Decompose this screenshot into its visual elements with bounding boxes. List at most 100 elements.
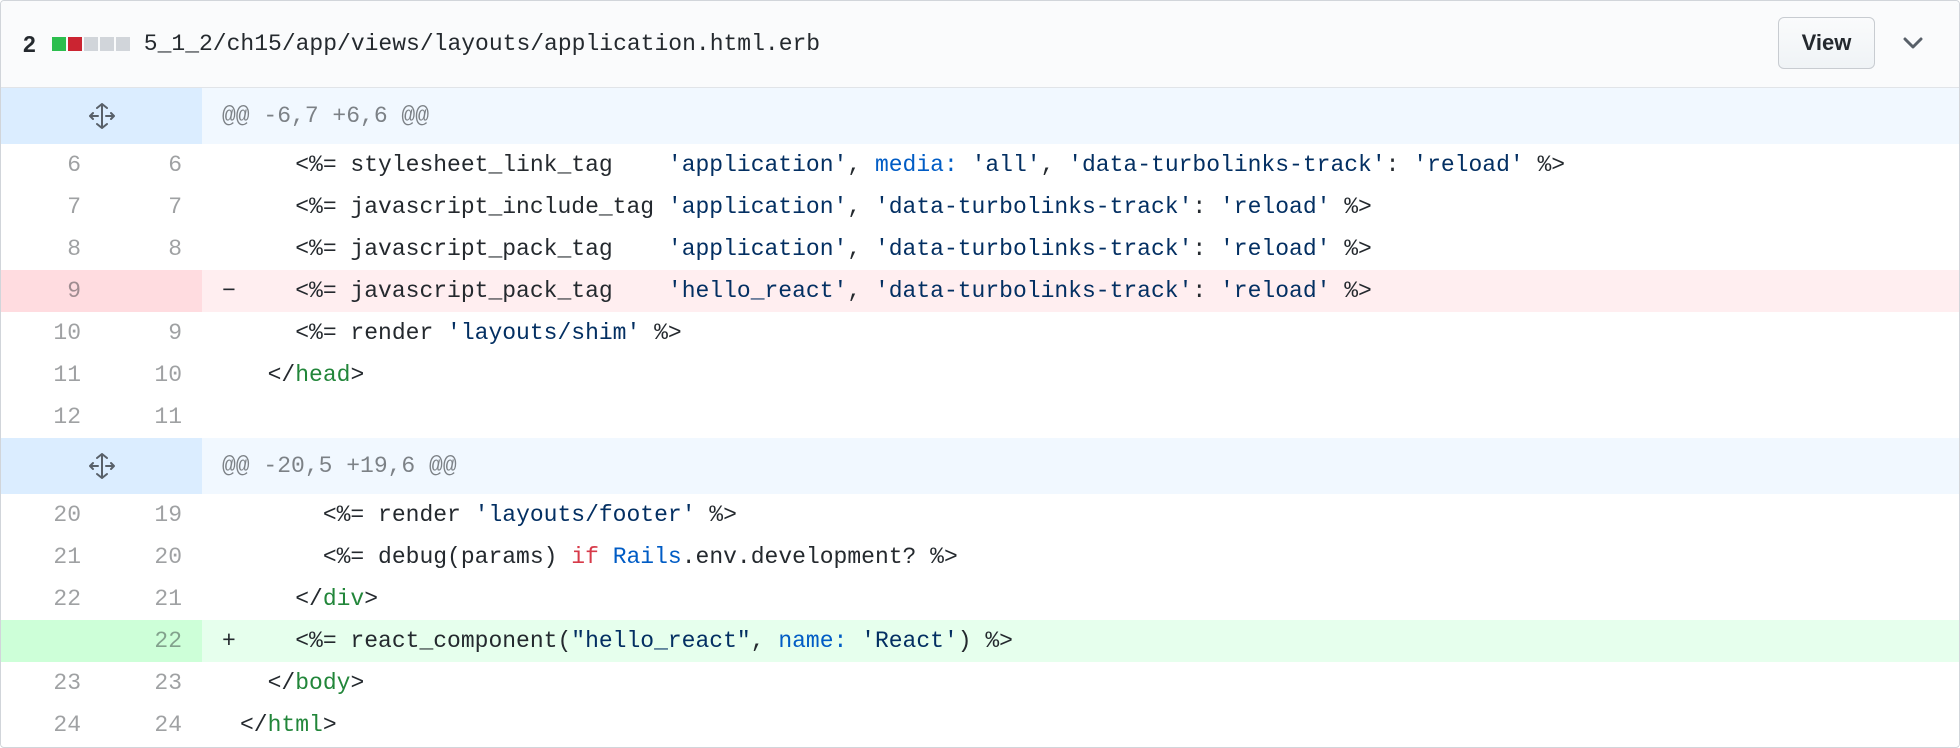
code-line: <%= react_component("hello_react", name:… — [240, 620, 1959, 662]
diffstat-block-neutral — [99, 37, 114, 51]
new-line-number[interactable]: 20 — [154, 544, 182, 570]
new-line-number[interactable]: 10 — [154, 362, 182, 388]
code-token: %> — [695, 502, 737, 528]
code-token: %> — [1330, 278, 1372, 304]
diffstat-block-deleted — [67, 37, 82, 51]
code-token — [847, 628, 861, 654]
old-line-number[interactable]: 20 — [53, 502, 81, 528]
diffstat-block-neutral — [83, 37, 98, 51]
new-line-number[interactable]: 24 — [154, 712, 182, 738]
diff-marker — [202, 228, 240, 270]
code-token: 'data-turbolinks-track' — [874, 236, 1193, 262]
code-line: </div> — [240, 578, 1959, 620]
new-line-number[interactable]: 22 — [101, 620, 202, 662]
added-line: 22+ <%= react_component("hello_react", n… — [1, 620, 1959, 662]
code-token: </ — [267, 670, 296, 696]
code-token: %> — [1523, 152, 1566, 178]
diff-marker — [202, 536, 240, 578]
code-token: head — [295, 362, 351, 388]
diff-marker — [202, 144, 240, 186]
code-token: : — [1385, 152, 1414, 178]
code-token: 'reload' — [1220, 278, 1331, 304]
diff-marker — [202, 312, 240, 354]
diff-marker — [202, 354, 240, 396]
deleted-line: 9− <%= javascript_pack_tag 'hello_react'… — [1, 270, 1959, 312]
old-line-number[interactable] — [1, 620, 101, 662]
file-header: 2 5_1_2/ch15/app/views/layouts/applicati… — [1, 1, 1959, 88]
diff-marker — [202, 578, 240, 620]
code-line: <%= render 'layouts/shim' %> — [240, 312, 1959, 354]
new-line-number[interactable]: 6 — [168, 152, 182, 178]
code-token: <%= render — [322, 502, 475, 528]
old-line-number[interactable]: 6 — [67, 152, 81, 178]
code-token: %> — [640, 320, 682, 346]
code-line: <%= javascript_pack_tag 'hello_react', '… — [240, 270, 1959, 312]
old-line-number[interactable]: 11 — [53, 362, 81, 388]
code-token: %> — [1330, 194, 1372, 220]
hunk-header-2: @@ -20,5 +19,6 @@ — [1, 438, 1959, 494]
code-token: : — [1192, 278, 1220, 304]
code-token: name: — [778, 628, 848, 654]
diff-marker: + — [202, 620, 240, 662]
old-line-number[interactable]: 8 — [67, 236, 81, 262]
code-token: if — [571, 544, 599, 570]
code-token: 'data-turbolinks-track' — [874, 278, 1193, 304]
code-token: <%= javascript_pack_tag — [295, 236, 668, 262]
code-token: <%= javascript_pack_tag — [295, 278, 668, 304]
unfold-icon[interactable] — [1, 88, 202, 144]
code-token: 'application' — [667, 236, 848, 262]
code-token: </ — [267, 362, 296, 388]
old-line-number[interactable]: 9 — [1, 270, 101, 312]
unfold-icon[interactable] — [1, 438, 202, 494]
new-line-number[interactable]: 9 — [168, 320, 182, 346]
new-line-number[interactable]: 11 — [154, 404, 182, 430]
old-line-number[interactable]: 7 — [67, 194, 81, 220]
code-token: 'all' — [971, 152, 1041, 178]
new-line-number[interactable] — [101, 270, 202, 312]
code-token: 'reload' — [1413, 152, 1524, 178]
diff-line: 10 9 <%= render 'layouts/shim' %> — [1, 312, 1959, 354]
view-file-button[interactable]: View — [1778, 17, 1875, 69]
code-line — [240, 396, 1959, 438]
diff-marker — [202, 704, 240, 746]
old-line-number[interactable]: 24 — [53, 712, 81, 738]
old-line-number[interactable]: 23 — [53, 670, 81, 696]
code-line: <%= javascript_include_tag 'application'… — [240, 186, 1959, 228]
code-line: </head> — [240, 354, 1959, 396]
change-count: 2 — [23, 30, 36, 57]
old-line-number[interactable]: 21 — [53, 544, 81, 570]
new-line-number[interactable]: 19 — [154, 502, 182, 528]
code-token: body — [295, 670, 351, 696]
code-line: </body> — [240, 662, 1959, 704]
chevron-down-icon[interactable] — [1899, 29, 1927, 57]
code-token: %> — [1330, 236, 1372, 262]
old-line-number[interactable]: 12 — [53, 404, 81, 430]
code-token: <%= javascript_include_tag — [295, 194, 668, 220]
code-token: <%= debug(params) — [322, 544, 572, 570]
code-line: </html> — [240, 704, 1959, 746]
code-token: > — [364, 586, 379, 612]
diffstat-bar — [51, 37, 130, 51]
diff-marker — [202, 186, 240, 228]
code-line: <%= javascript_pack_tag 'application', '… — [240, 228, 1959, 270]
new-line-number[interactable]: 21 — [154, 586, 182, 612]
code-token: , — [847, 152, 875, 178]
new-line-number[interactable]: 8 — [168, 236, 182, 262]
code-line: <%= stylesheet_link_tag 'application', m… — [240, 144, 1959, 186]
new-line-number[interactable]: 23 — [154, 670, 182, 696]
code-token: > — [350, 670, 365, 696]
old-line-number[interactable]: 22 — [53, 586, 81, 612]
file-path[interactable]: 5_1_2/ch15/app/views/layouts/application… — [143, 31, 821, 57]
code-token: > — [322, 712, 337, 738]
new-line-number[interactable]: 7 — [168, 194, 182, 220]
diff-line: 7 7 <%= javascript_include_tag 'applicati… — [1, 186, 1959, 228]
code-token — [958, 152, 972, 178]
hunk-range: @@ -6,7 +6,6 @@ — [202, 88, 1959, 144]
diff-line: 11 10 </head> — [1, 354, 1959, 396]
old-line-number[interactable]: 10 — [53, 320, 81, 346]
code-token: 'data-turbolinks-track' — [1068, 152, 1386, 178]
diff-marker — [202, 396, 240, 438]
